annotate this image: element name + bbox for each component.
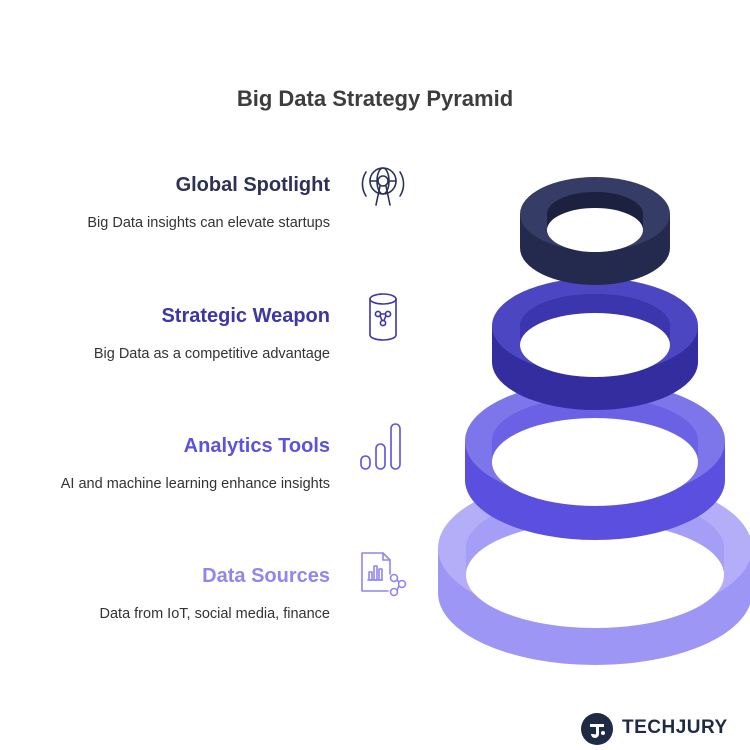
tier-data-sources-heading: Data Sources <box>202 565 330 587</box>
diagram-title: Big Data Strategy Pyramid <box>236 86 514 111</box>
tier-strategic-weapon-heading: Strategic Weapon <box>161 305 330 327</box>
ring-analytics-tools <box>465 381 725 540</box>
tier-global-spotlight-description: Big Data insights can elevate startups <box>87 215 330 231</box>
brand-name: TECHJURY <box>622 717 728 738</box>
bar-chart-icon <box>356 419 410 473</box>
ring-strategic-weapon <box>492 278 698 410</box>
tier-analytics-tools-description: AI and machine learning enhance insights <box>60 476 330 492</box>
document-chart-share-icon <box>356 548 410 602</box>
tier-global-spotlight-heading: Global Spotlight <box>175 174 330 196</box>
tier-analytics-tools-heading: Analytics Tools <box>183 435 330 457</box>
globe-spotlight-icon <box>356 158 410 212</box>
tier-data-sources-description: Data from IoT, social media, finance <box>99 606 331 622</box>
tier-strategic-weapon-description: Big Data as a competitive advantage <box>93 346 330 362</box>
techjury-logo: TECHJURY <box>580 712 745 748</box>
database-network-icon <box>356 290 410 344</box>
ring-global-spotlight <box>520 177 670 285</box>
techjury-logo-icon <box>581 713 613 745</box>
